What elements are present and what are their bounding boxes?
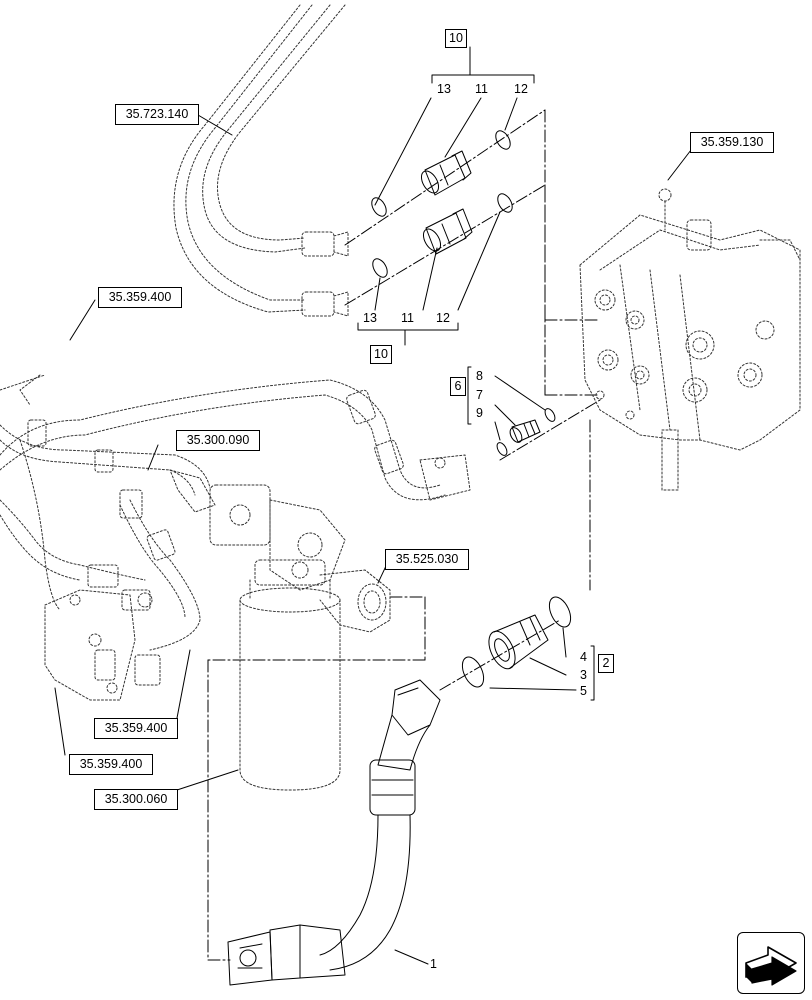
- item-12-top: 12: [514, 82, 528, 96]
- ref-35-359-130[interactable]: 35.359.130: [690, 132, 774, 153]
- fitting-3: [488, 614, 549, 670]
- loop-hose: [0, 374, 471, 501]
- o-ring-5: [461, 656, 485, 688]
- next-page-arrow-icon: [745, 946, 797, 986]
- item-4: 4: [580, 650, 587, 664]
- ref-35-359-400-top[interactable]: 35.359.400: [98, 287, 182, 308]
- o-ring-13-upper: [371, 197, 387, 217]
- o-ring-12-lower: [497, 193, 513, 213]
- o-ring-12-upper: [495, 130, 511, 150]
- fitting-11-lower: [422, 208, 473, 255]
- ref-35-359-400-low[interactable]: 35.359.400: [69, 754, 153, 775]
- item-11-top: 11: [475, 82, 488, 96]
- item-13-bottom: 13: [363, 311, 377, 325]
- kit-10-bottom: 10: [370, 345, 392, 364]
- ref-35-359-400-mid[interactable]: 35.359.400: [94, 718, 178, 739]
- item-12-bottom: 12: [436, 311, 450, 325]
- o-ring-8: [544, 408, 556, 422]
- ref-35-300-090[interactable]: 35.300.090: [176, 430, 260, 451]
- kit-6: 6: [450, 377, 466, 396]
- item-5: 5: [580, 684, 587, 698]
- item-9: 9: [476, 406, 483, 420]
- center-lines: [207, 109, 601, 961]
- fitting-11-upper: [420, 150, 472, 196]
- kit-10-top: 10: [445, 29, 467, 48]
- leader-lines: [54, 46, 692, 965]
- left-hoses: [0, 419, 391, 651]
- upper-pipe-assembly: [173, 4, 349, 317]
- item-1: 1: [430, 957, 437, 971]
- kit-2: 2: [598, 654, 614, 673]
- o-ring-9: [496, 442, 508, 456]
- control-valve-body: [579, 188, 801, 491]
- hose-1: [227, 679, 441, 986]
- valve-block-left: [44, 564, 161, 701]
- item-3: 3: [580, 668, 587, 682]
- fitting-7: [509, 419, 541, 443]
- ref-35-723-140[interactable]: 35.723.140: [115, 104, 199, 125]
- item-13-top: 13: [437, 82, 451, 96]
- o-ring-4: [548, 596, 572, 628]
- ref-35-300-060[interactable]: 35.300.060: [94, 789, 178, 810]
- o-ring-13-lower: [372, 258, 388, 278]
- item-8: 8: [476, 369, 483, 383]
- item-7: 7: [476, 388, 483, 402]
- ref-35-525-030[interactable]: 35.525.030: [385, 549, 469, 570]
- oil-filter: [239, 559, 341, 791]
- next-page-button[interactable]: [737, 932, 805, 994]
- item-11-bottom: 11: [401, 311, 414, 325]
